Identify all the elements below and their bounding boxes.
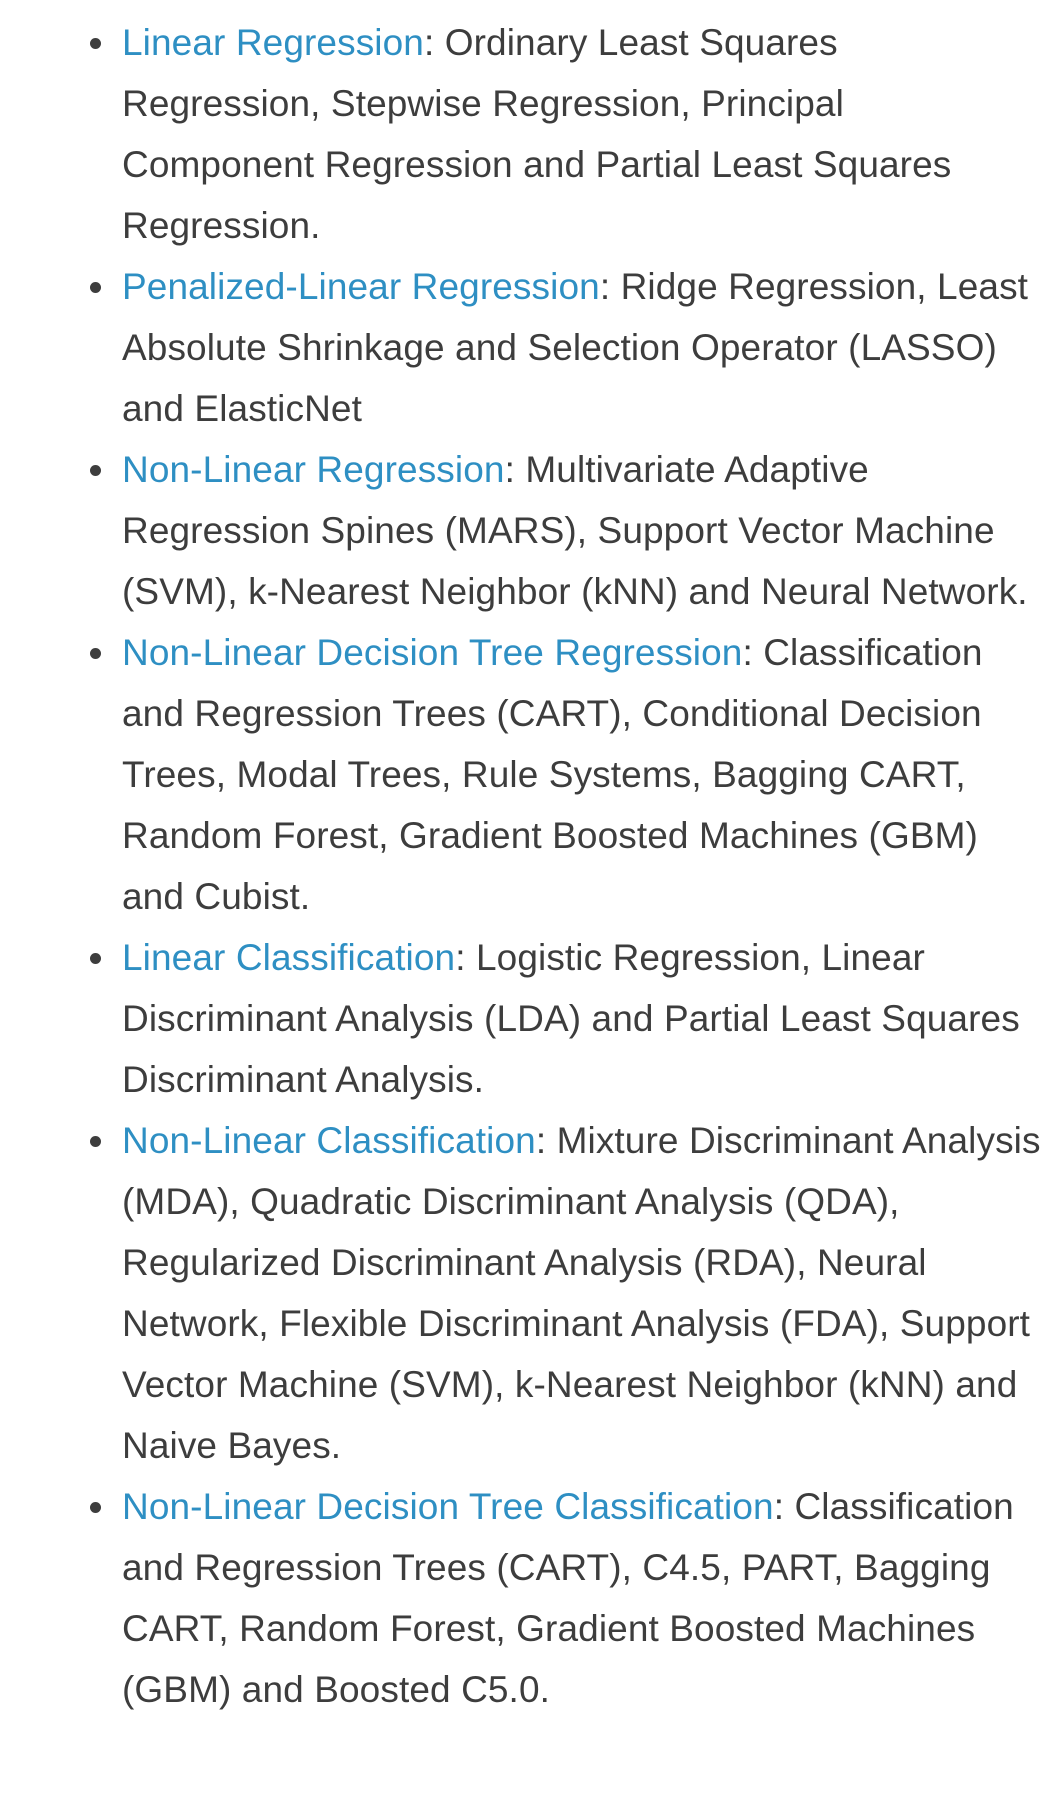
list-item: Non-Linear Classification: Mixture Discr…	[0, 1110, 1057, 1476]
list-item-text: : Multivariate Adaptive Regression Spine…	[122, 449, 1028, 612]
non-linear-decision-tree-regression-link[interactable]: Non-Linear Decision Tree Regression	[122, 632, 743, 673]
list-item-text: : Ordinary Least Squares Regression, Ste…	[122, 22, 952, 246]
list-item: Linear Regression: Ordinary Least Square…	[0, 12, 1057, 256]
linear-classification-link[interactable]: Linear Classification	[122, 937, 456, 978]
bullet-icon	[90, 953, 101, 964]
non-linear-regression-link[interactable]: Non-Linear Regression	[122, 449, 505, 490]
list-item-text: : Ridge Regression, Least Absolute Shrin…	[122, 266, 1029, 429]
bullet-icon	[90, 465, 101, 476]
article-content: Linear Regression: Ordinary Least Square…	[0, 12, 1057, 1720]
bullet-icon	[90, 1502, 101, 1513]
list-item-text: : Classification and Regression Trees (C…	[122, 1486, 1014, 1710]
list-item-text: : Mixture Discriminant Analysis (MDA), Q…	[122, 1120, 1041, 1466]
list-item: Non-Linear Regression: Multivariate Adap…	[0, 439, 1057, 622]
bullet-icon	[90, 648, 101, 659]
list-item-text: : Classification and Regression Trees (C…	[122, 632, 983, 917]
linear-regression-link[interactable]: Linear Regression	[122, 22, 424, 63]
list-item: Linear Classification: Logistic Regressi…	[0, 927, 1057, 1110]
list-item: Penalized-Linear Regression: Ridge Regre…	[0, 256, 1057, 439]
bullet-icon	[90, 282, 101, 293]
algorithm-list: Linear Regression: Ordinary Least Square…	[0, 12, 1057, 1720]
non-linear-classification-link[interactable]: Non-Linear Classification	[122, 1120, 536, 1161]
penalized-linear-regression-link[interactable]: Penalized-Linear Regression	[122, 266, 600, 307]
bullet-icon	[90, 38, 101, 49]
list-item: Non-Linear Decision Tree Classification:…	[0, 1476, 1057, 1720]
list-item-text: : Logistic Regression, Linear Discrimina…	[122, 937, 1020, 1100]
list-item: Non-Linear Decision Tree Regression: Cla…	[0, 622, 1057, 927]
bullet-icon	[90, 1136, 101, 1147]
non-linear-decision-tree-classification-link[interactable]: Non-Linear Decision Tree Classification	[122, 1486, 774, 1527]
